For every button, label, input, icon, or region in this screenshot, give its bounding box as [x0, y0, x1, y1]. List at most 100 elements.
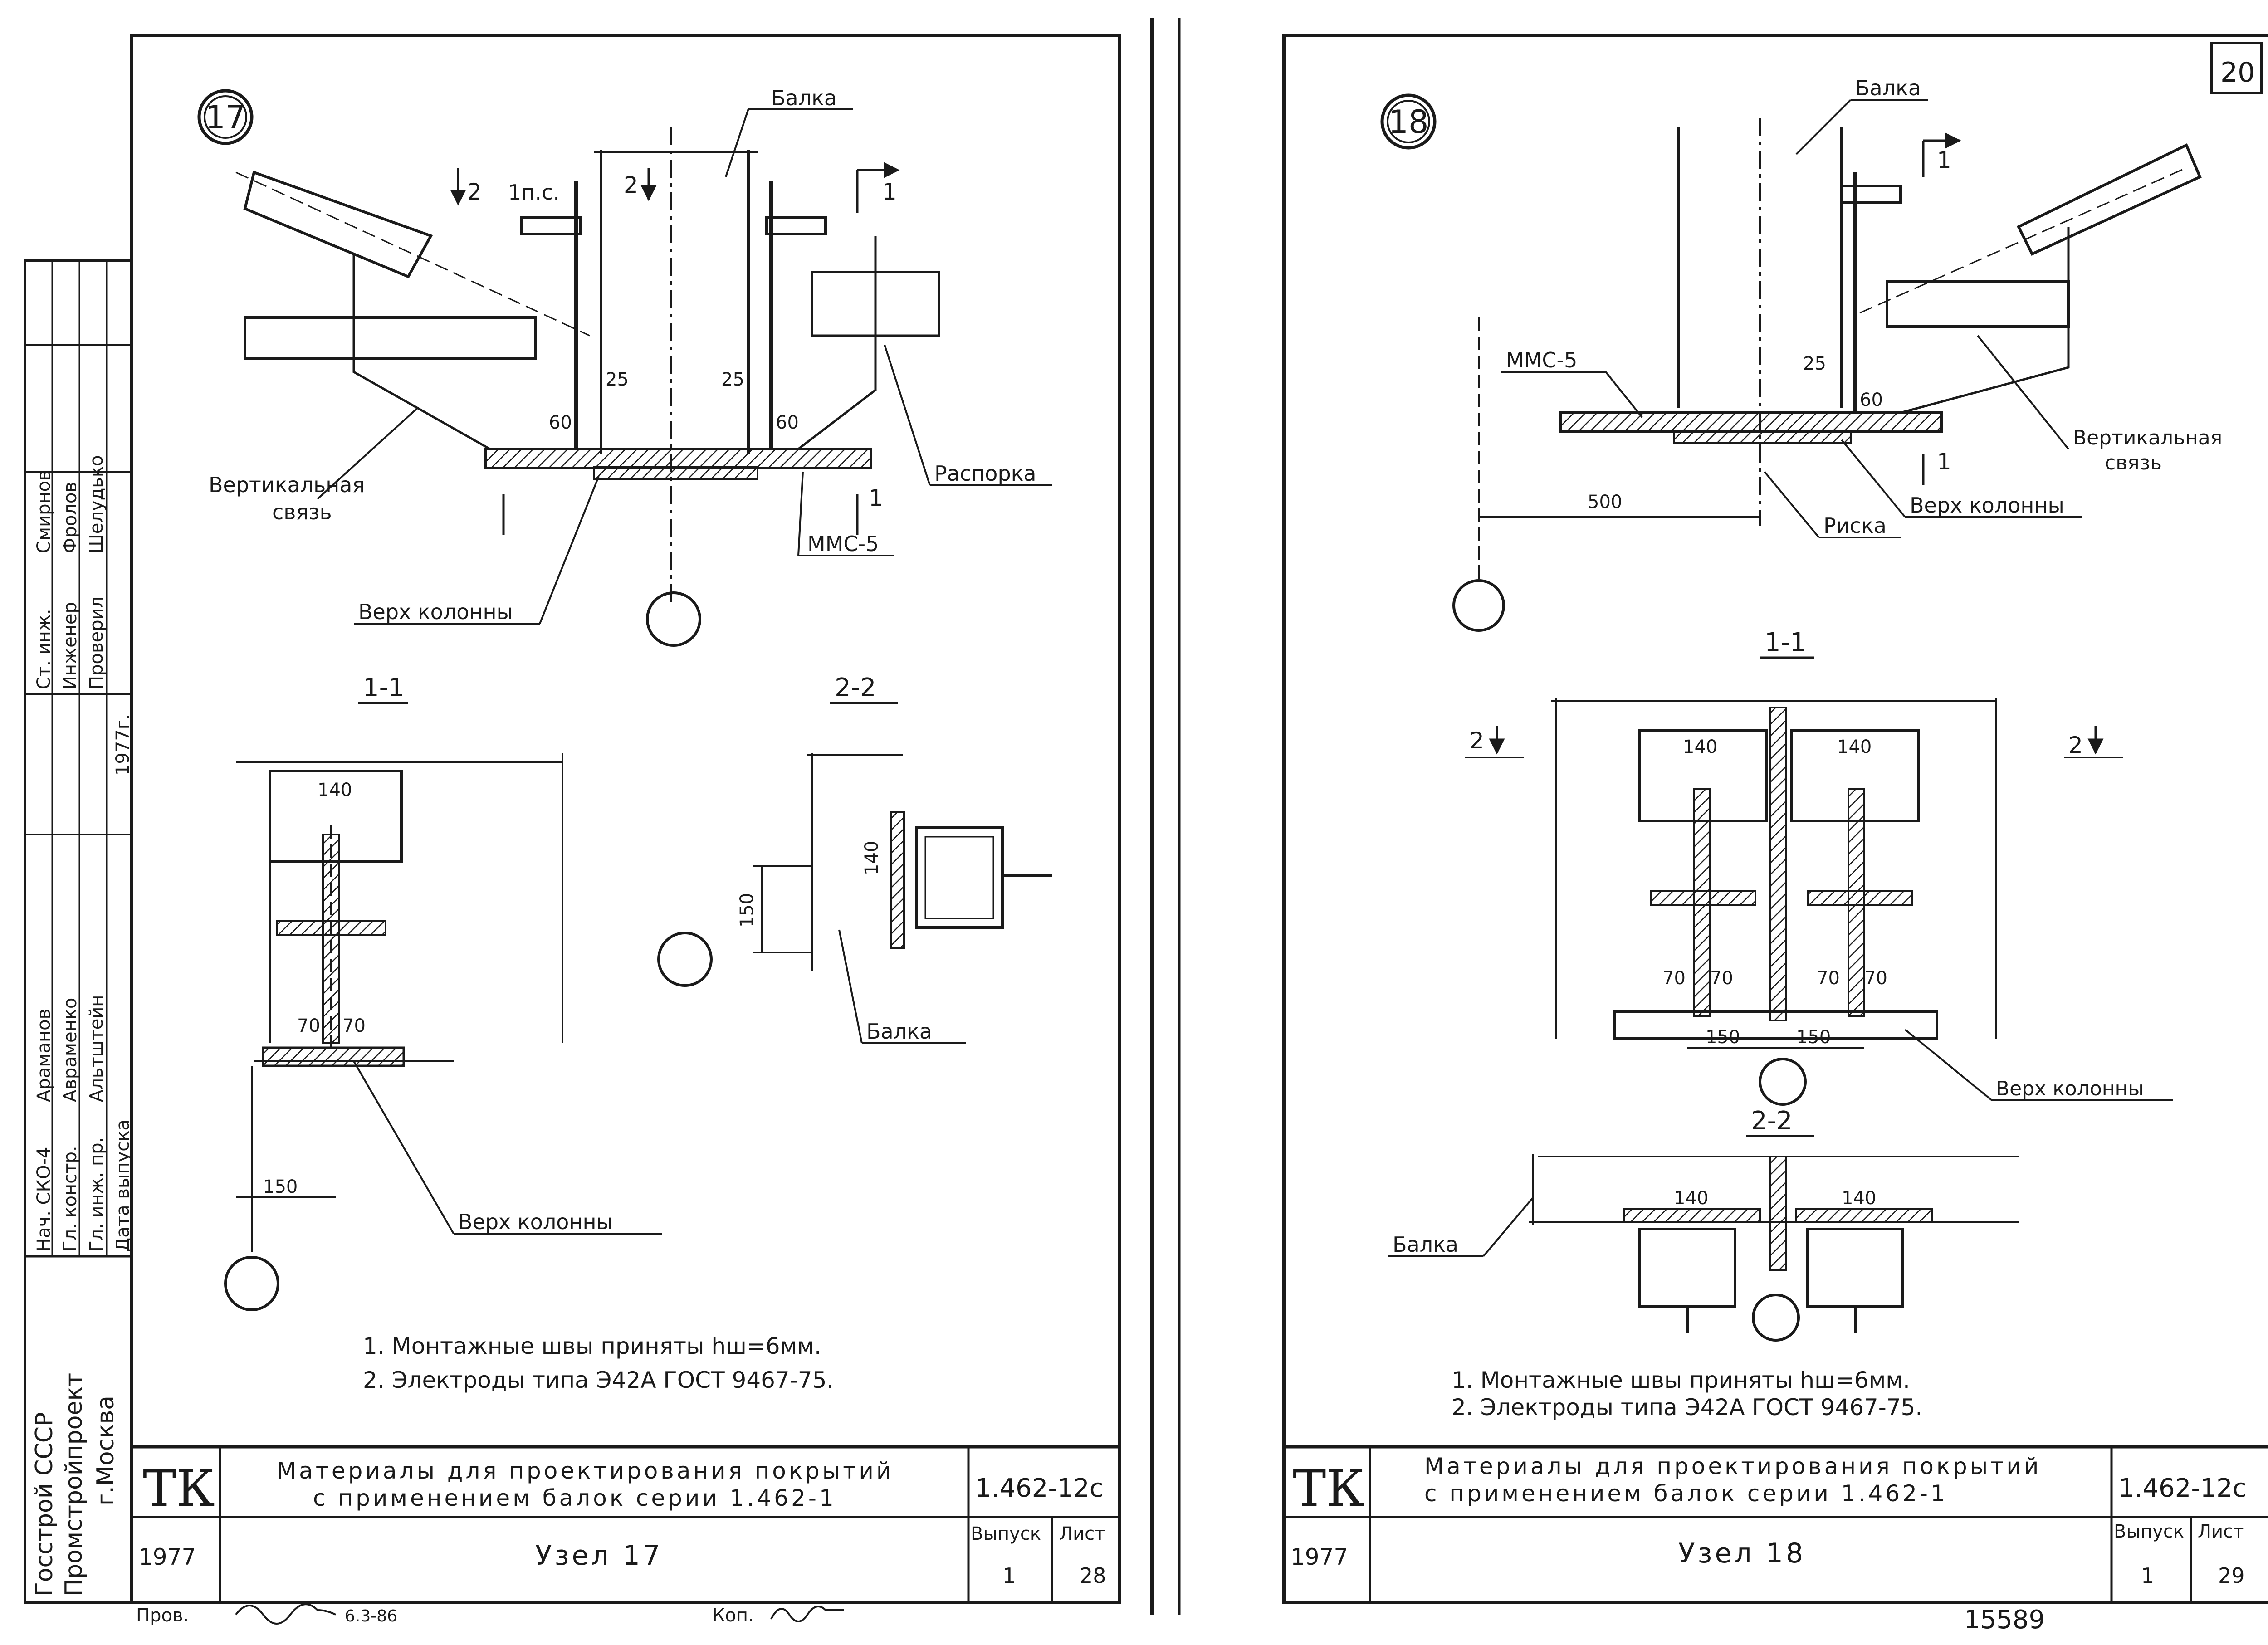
- stamp-role-7: Проверил: [86, 596, 107, 689]
- node-17-number: 17: [205, 99, 245, 136]
- r-dim-150a: 150: [1706, 1027, 1740, 1048]
- left-tk: ТК: [143, 1460, 215, 1518]
- label-column-top-11: Верх колонны: [458, 1210, 613, 1234]
- r-section-2-2-title: 2-2: [1751, 1106, 1792, 1136]
- r-dim-140c: 140: [1674, 1188, 1708, 1209]
- r-cut-2a: 2: [1470, 727, 1484, 754]
- left-node-title: Узел 17: [535, 1540, 663, 1572]
- r-label-column-top-11: Верх колонны: [1996, 1077, 2144, 1100]
- side-stamp: Госстрой СССР Промстройпроект г.Москва Н…: [24, 259, 133, 1604]
- right-sheet-label: Лист: [2198, 1521, 2244, 1542]
- r-section-1-1-title: 1-1: [1765, 628, 1806, 657]
- stamp-org-3: г.Москва: [92, 1396, 119, 1506]
- right-tk: ТК: [1293, 1460, 1365, 1518]
- node-17-elevation: 17 Балка Вертикальная связь Распорка ММС…: [197, 86, 1052, 647]
- left-sheet-label: Лист: [1059, 1523, 1105, 1544]
- section-2-2-title: 2-2: [835, 673, 876, 703]
- left-footer-checked-sign: 6.3-86: [345, 1607, 397, 1625]
- node-18-elevation: 18 Балка ММС-5 Вертикальная связь Риска …: [1380, 76, 2222, 632]
- right-section-1-1: 1-1 140 140 70 70 70 70 150 150 2 2 Верх…: [1465, 628, 2173, 1106]
- label-beam-22: Балка: [866, 1019, 932, 1044]
- r-dim-70d: 70: [1864, 968, 1887, 989]
- dim-140: 140: [318, 780, 352, 801]
- stamp-role-4: Дата выпуска: [112, 1119, 133, 1252]
- right-sheet: 20 18 Балка ММС-5 Вертикальная связь Рис…: [1282, 34, 2268, 1635]
- r-dim-70b: 70: [1710, 968, 1733, 989]
- node-18-number: 18: [1388, 103, 1428, 141]
- left-footer-copied: Коп.: [712, 1605, 754, 1626]
- dim-150b: 150: [737, 893, 758, 927]
- r-dim-25: 25: [1803, 353, 1826, 374]
- stamp-date: 1977г.: [112, 714, 133, 776]
- stamp-name-6: Шелудько: [86, 455, 107, 553]
- label-column-top: Верх колонны: [358, 600, 513, 624]
- section-1-1-title: 1-1: [363, 673, 404, 703]
- right-year: 1977: [1290, 1544, 1348, 1570]
- dim-70a: 70: [297, 1015, 320, 1036]
- stamp-org-1: Госстрой СССР: [31, 1412, 58, 1596]
- r-dim-140b: 140: [1837, 737, 1872, 757]
- right-title-line2: с применением балок серии 1.462-1: [1424, 1480, 1948, 1507]
- left-sheet: 28: [1080, 1563, 1106, 1588]
- right-sheet: 29: [2218, 1563, 2245, 1588]
- label-strut: Распорка: [934, 461, 1036, 486]
- dim-70b: 70: [342, 1015, 366, 1036]
- r-dim-140d: 140: [1842, 1188, 1876, 1209]
- left-note-2: 2. Электроды типа Э42А ГОСТ 9467-75.: [363, 1367, 834, 1393]
- stamp-name-5: Фролов: [60, 482, 81, 553]
- dim-140b: 140: [861, 841, 882, 875]
- stamp-name-2: Авраменко: [60, 998, 81, 1102]
- label-beam: Балка: [771, 86, 837, 110]
- r-cut-2b: 2: [2068, 732, 2083, 758]
- dim-25a: 25: [606, 369, 629, 390]
- r-dim-140a: 140: [1683, 737, 1717, 757]
- left-title-line1: Материалы для проектирования покрытий: [277, 1458, 894, 1484]
- right-title-line1: Материалы для проектирования покрытий: [1424, 1453, 2041, 1479]
- left-year: 1977: [138, 1544, 196, 1570]
- copier-signature: [770, 1606, 844, 1622]
- right-note-1: 1. Монтажные швы приняты hш=6мм.: [1452, 1367, 1910, 1393]
- right-footer-inventory: 15589: [1964, 1605, 2045, 1635]
- label-mms: ММС-5: [807, 532, 879, 556]
- left-issue-label: Выпуск: [971, 1523, 1041, 1544]
- cut-ps: 1п.с.: [508, 180, 560, 205]
- r-label-beam: Балка: [1855, 76, 1921, 100]
- right-code: 1.462-12с: [2118, 1474, 2247, 1503]
- left-section-2-2: 2-2 140 150 Балка: [657, 673, 1052, 1044]
- r-label-vertical-brace-1: Вертикальная: [2073, 426, 2222, 449]
- right-title-block: ТК Материалы для проектирования покрытий…: [1282, 1445, 2268, 1604]
- r-dim-150b: 150: [1796, 1027, 1831, 1048]
- right-sheet-corner: 20: [2220, 57, 2255, 88]
- left-footer-checked: Пров.: [136, 1605, 189, 1626]
- right-issue: 1: [2141, 1563, 2154, 1588]
- left-title-line2: с применением балок серии 1.462-1: [313, 1485, 836, 1511]
- dim-60b: 60: [776, 412, 799, 433]
- stamp-role-5: Ст. инж.: [34, 609, 54, 689]
- stamp-role-6: Инженер: [60, 602, 81, 689]
- r-label-mms: ММС-5: [1506, 348, 1577, 372]
- r-label-mark: Риска: [1823, 513, 1887, 538]
- cut-2-right: 2: [624, 172, 638, 198]
- right-node-title: Узел 18: [1678, 1538, 1806, 1569]
- left-title-block: ТК Материалы для проектирования покрытий…: [130, 1445, 1121, 1604]
- r-dim-60: 60: [1860, 390, 1883, 410]
- stamp-name-4: Смирнов: [34, 470, 54, 553]
- r-label-column-top: Верх колонны: [1910, 493, 2064, 517]
- dim-150: 150: [263, 1176, 298, 1197]
- stamp-role-3: Гл. инж. пр.: [86, 1137, 107, 1252]
- dim-60a: 60: [549, 412, 572, 433]
- cut-1-bottom: 1: [869, 485, 883, 511]
- r-dim-70c: 70: [1817, 968, 1840, 989]
- stamp-role-1: Нач. СКО-4: [34, 1147, 54, 1252]
- stamp-org-2: Промстройпроект: [60, 1373, 88, 1596]
- r-cut-1-bottom: 1: [1937, 449, 1951, 475]
- left-note-1: 1. Монтажные швы приняты hш=6мм.: [363, 1333, 821, 1359]
- left-section-1-1: 1-1 140 70 70 150 Верх колонны: [224, 673, 662, 1311]
- right-section-2-2: 2-2 140 140 Балка: [1388, 1106, 2019, 1342]
- stamp-name-1: Араманов: [34, 1009, 54, 1102]
- left-issue: 1: [1002, 1563, 1016, 1588]
- r-label-vertical-brace-2: связь: [2105, 451, 2162, 474]
- checker-signature: [235, 1603, 336, 1625]
- stamp-role-2: Гл. констр.: [60, 1146, 81, 1252]
